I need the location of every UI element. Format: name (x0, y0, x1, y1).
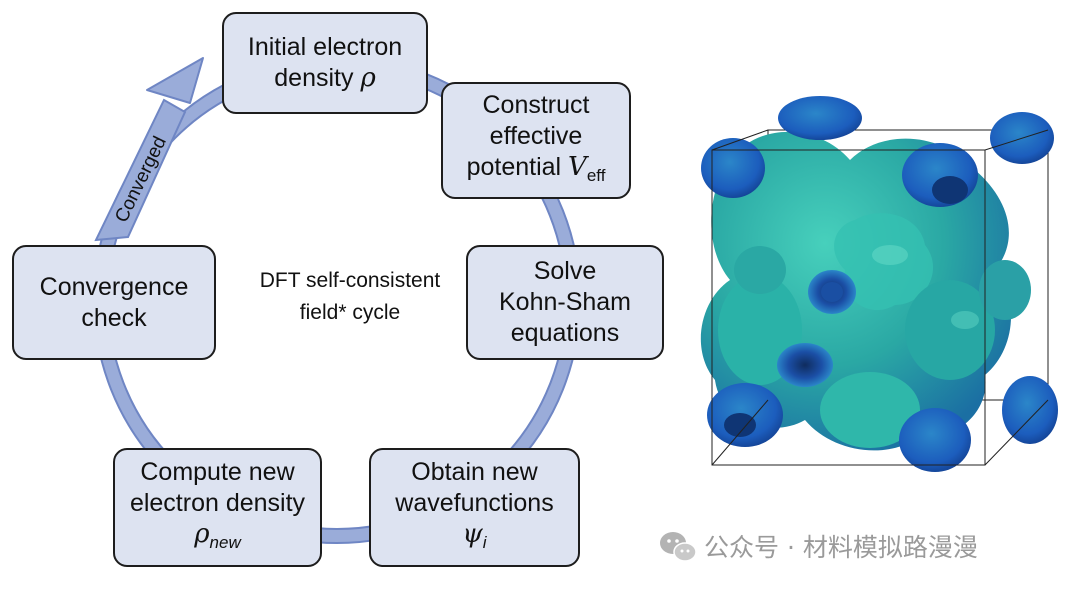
step-solve-kohn-sham: Solve Kohn-Sham equations (466, 245, 664, 360)
step-obtain-wavefunctions: Obtain new wavefunctions ψi (369, 448, 580, 567)
cycle-title: DFT self-consistent field* cycle (259, 269, 441, 324)
step-compute-density: Compute new electron density ρnew (113, 448, 322, 567)
step-initial-density: Initial electron density ρ (222, 12, 428, 114)
step-construct-potential: Construct effective potential Veff (441, 82, 631, 199)
step-convergence-check: Convergence check (12, 245, 216, 360)
watermark: 公众号 · 材料模拟路漫漫 (656, 526, 978, 566)
wechat-logo-icon (660, 532, 697, 562)
converged-arrow: Converged (94, 57, 204, 242)
watermark-text: 公众号 · 材料模拟路漫漫 (704, 533, 978, 562)
density-isosurface-render (700, 96, 1058, 472)
